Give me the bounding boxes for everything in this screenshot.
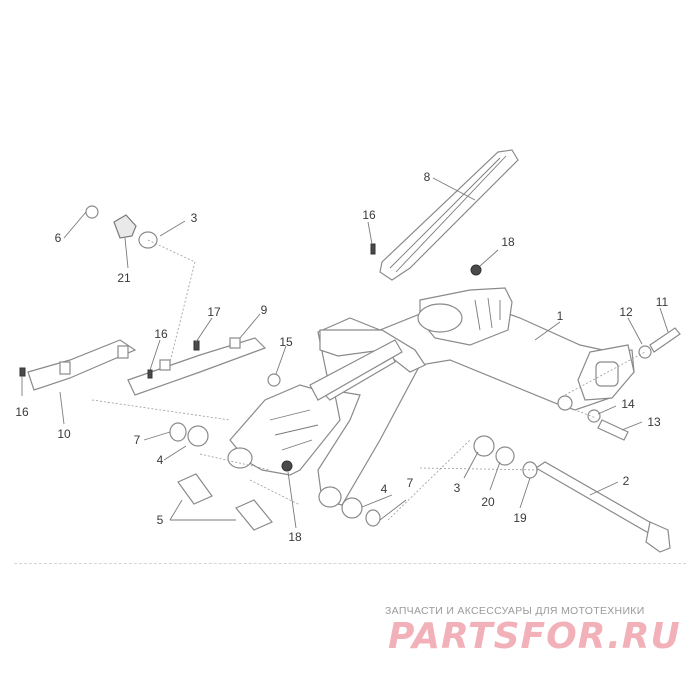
chain-slider-part bbox=[379, 149, 519, 281]
callout-10: 10 bbox=[57, 427, 71, 441]
callout-3: 3 bbox=[454, 481, 461, 495]
swingarm-part bbox=[227, 287, 635, 508]
footer-caption: ЗАПЧАСТИ И АКСЕССУАРЫ ДЛЯ МОТОТЕХНИКИ bbox=[385, 605, 645, 617]
callout-18: 18 bbox=[288, 530, 302, 544]
callout-15: 15 bbox=[279, 335, 293, 349]
callout-11: 11 bbox=[656, 295, 669, 309]
callout-17: 17 bbox=[207, 305, 221, 319]
callout-14: 14 bbox=[621, 397, 635, 411]
callout-7: 7 bbox=[134, 433, 141, 447]
callout-18: 18 bbox=[501, 235, 515, 249]
callout-5: 5 bbox=[157, 513, 164, 527]
callout-4: 4 bbox=[381, 482, 388, 496]
callout-21: 21 bbox=[117, 271, 131, 285]
callout-13: 13 bbox=[647, 415, 661, 429]
callout-20: 20 bbox=[481, 495, 495, 509]
hardware-parts bbox=[19, 205, 681, 531]
callout-12: 12 bbox=[619, 305, 633, 319]
callout-6: 6 bbox=[55, 231, 62, 245]
chain-guard-part bbox=[127, 337, 267, 396]
mudguard-part bbox=[27, 339, 137, 391]
callout-16: 16 bbox=[15, 405, 29, 419]
leader-lines bbox=[21, 177, 669, 529]
callout-2: 2 bbox=[623, 474, 630, 488]
callout-8: 8 bbox=[424, 170, 431, 184]
callout-1: 1 bbox=[557, 309, 564, 323]
callout-labels: 1 2 3 3 4 4 5 6 7 7 8 9 10 11 12 13 14 1… bbox=[15, 170, 668, 544]
callout-4: 4 bbox=[157, 453, 164, 467]
divider bbox=[14, 563, 686, 564]
callout-3: 3 bbox=[191, 211, 198, 225]
callout-19: 19 bbox=[513, 511, 527, 525]
callout-9: 9 bbox=[261, 303, 268, 317]
callout-16: 16 bbox=[362, 208, 376, 222]
callout-16: 16 bbox=[154, 327, 168, 341]
axle-bolt-part bbox=[534, 461, 671, 553]
callout-7: 7 bbox=[407, 476, 414, 490]
brand-logo: PARTSFOR.RU bbox=[388, 616, 681, 657]
